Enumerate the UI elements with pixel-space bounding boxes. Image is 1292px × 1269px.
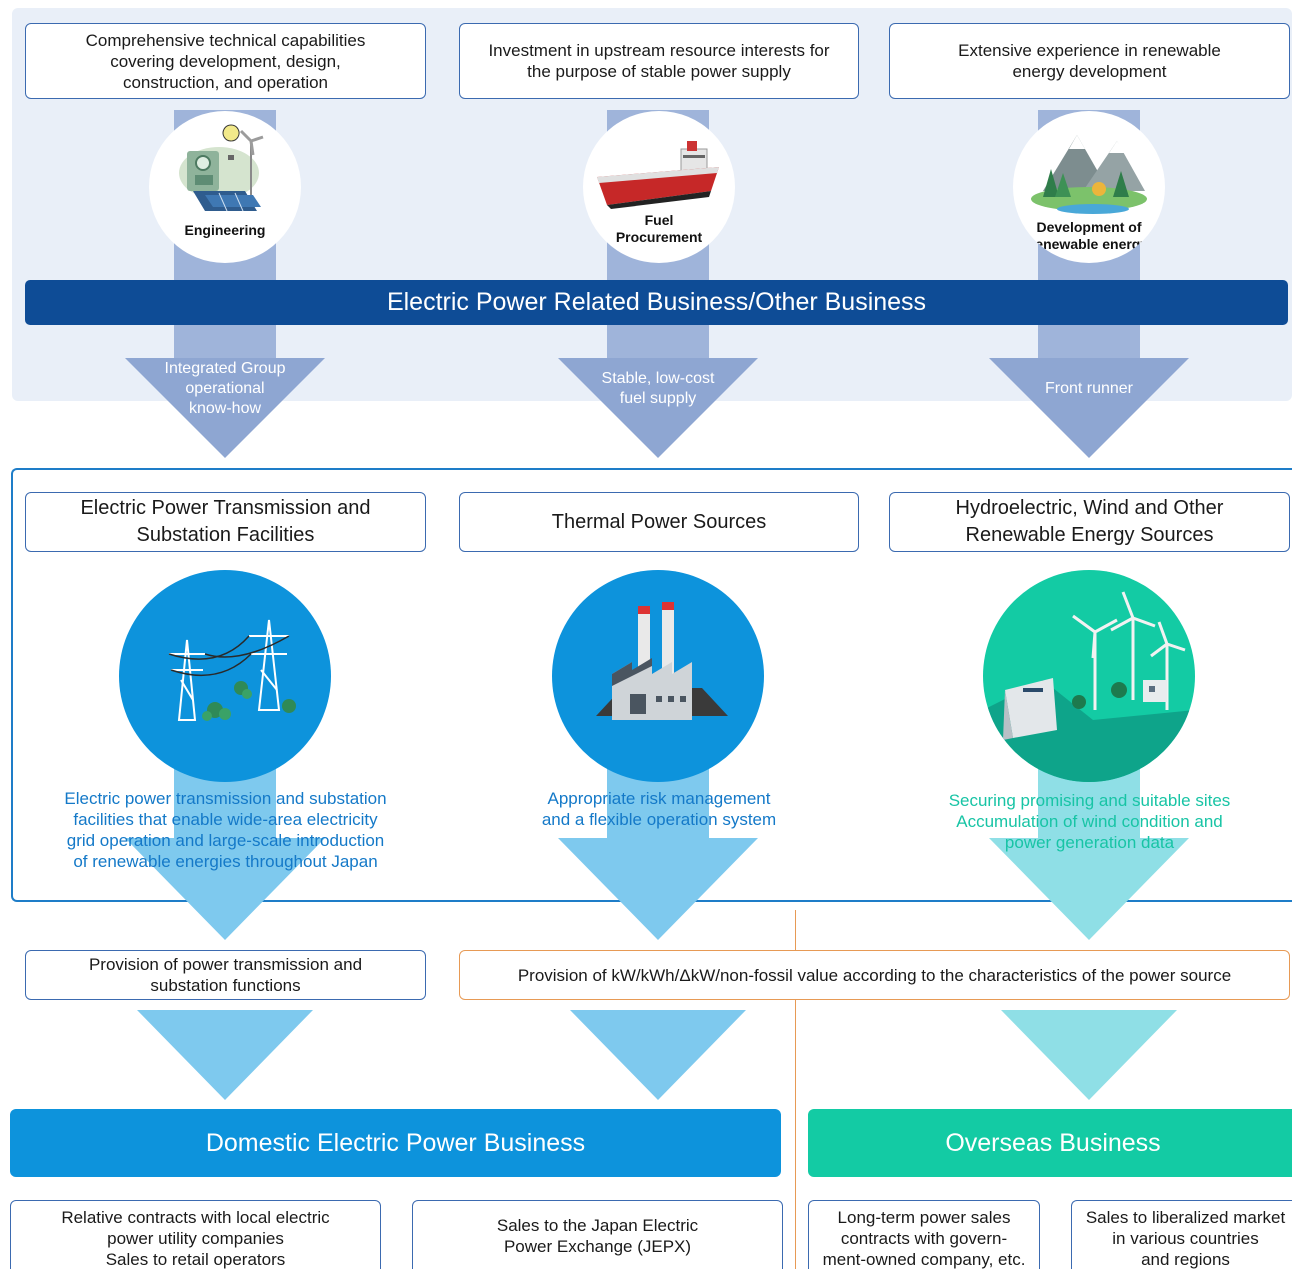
fuel-procurement-circle: Fuel Procurement xyxy=(583,111,735,263)
domestic-thermal-arrowhead xyxy=(570,1010,746,1100)
transmission-arrowhead xyxy=(125,838,325,940)
domestic-overseas-divider xyxy=(795,910,796,1269)
jepx-sales-box: Sales to the Japan Electric Power Exchan… xyxy=(412,1200,783,1269)
overseas-business-bar: Overseas Business xyxy=(808,1109,1292,1177)
front-runner-arrowhead xyxy=(989,358,1189,458)
fuel-supply-arrowhead xyxy=(558,358,758,458)
renewable-development-circle: Development of renewable energy xyxy=(1013,111,1165,263)
renewable-sources-arrowhead xyxy=(989,838,1189,940)
government-contracts-box: Long-term power sales contracts with gov… xyxy=(808,1200,1040,1269)
engineering-label: Engineering xyxy=(184,222,266,238)
fuel-procurement-label: Fuel Procurement xyxy=(615,212,703,245)
integrated-know-how-arrowhead xyxy=(125,358,325,458)
mountain-landscape-icon xyxy=(1031,135,1147,214)
thermal-power-plant-icon xyxy=(596,602,728,720)
thermal-description: Appropriate risk management and a flexib… xyxy=(541,789,777,829)
transmission-circle xyxy=(119,570,331,782)
fuel-supply-label: Stable, low-cost fuel supply xyxy=(601,370,715,407)
liberalized-market-box: Sales to liberalized market in various c… xyxy=(1071,1200,1292,1269)
renewable-sources-box: Hydroelectric, Wind and Other Renewable … xyxy=(889,492,1290,552)
renewable-description: Securing promising and suitable sites Ac… xyxy=(948,791,1231,852)
tanker-ship-icon xyxy=(597,141,719,209)
transmission-facilities-box: Electric Power Transmission and Substati… xyxy=(25,492,426,552)
wind-hydro-icon xyxy=(983,591,1195,782)
engineering-icon xyxy=(179,124,264,212)
domestic-transmission-arrowhead xyxy=(137,1010,313,1100)
integrated-know-how-label: Integrated Group operational know-how xyxy=(164,360,286,417)
transmission-tower-icon xyxy=(168,619,296,721)
transmission-provision-box: Provision of power transmission and subs… xyxy=(25,950,426,1000)
thermal-power-box: Thermal Power Sources xyxy=(459,492,859,552)
renewable-development-label: Development of renewable energy xyxy=(1029,219,1149,252)
capability-box-renewable: Extensive experience in renewable energy… xyxy=(889,23,1290,99)
capability-box-technical: Comprehensive technical capabilities cov… xyxy=(25,23,426,99)
capability-box-investment: Investment in upstream resource interest… xyxy=(459,23,859,99)
overseas-arrowhead xyxy=(1001,1010,1177,1100)
power-value-provision-box: Provision of kW/kWh/ΔkW/non-fossil value… xyxy=(459,950,1290,1000)
transmission-description: Electric power transmission and substati… xyxy=(64,789,387,871)
domestic-business-bar: Domestic Electric Power Business xyxy=(10,1109,781,1177)
related-business-banner: Electric Power Related Business/Other Bu… xyxy=(25,280,1288,325)
engineering-circle: Engineering xyxy=(149,111,301,263)
thermal-circle xyxy=(552,570,764,782)
thermal-arrowhead xyxy=(558,838,758,940)
renewable-sources-circle xyxy=(983,570,1195,782)
front-runner-label: Front runner xyxy=(1044,380,1134,397)
local-utility-contracts-box: Relative contracts with local electric p… xyxy=(10,1200,381,1269)
